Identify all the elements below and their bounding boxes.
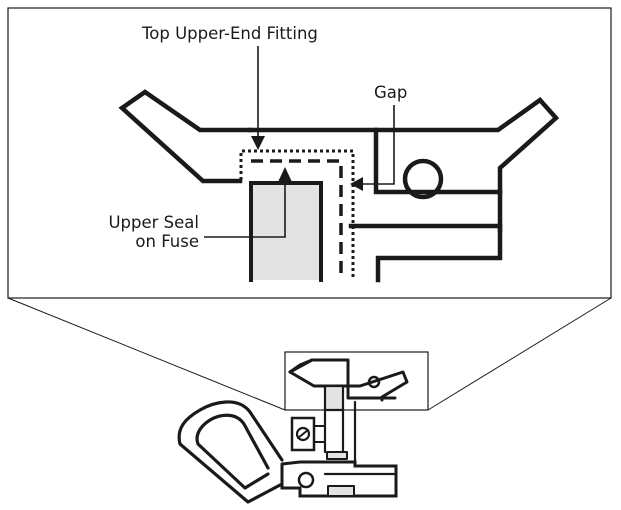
assembly-overview (177, 351, 429, 504)
fitting-lower-bar (348, 223, 503, 283)
fitting-left-arm (118, 89, 253, 184)
label-upper-seal: Upper Seal on Fuse (108, 213, 199, 252)
fuse-outline (249, 181, 323, 282)
pull-ring-handle (177, 400, 284, 504)
upper-seal-dashed-outline (251, 159, 343, 277)
screw-head (295, 426, 311, 442)
label-upper-seal-line2: on Fuse (135, 232, 199, 252)
zoom-projection-lines (7, 297, 612, 411)
fuse-body (251, 183, 321, 280)
lower-fitting-hole (297, 471, 315, 489)
fitting-top-edge (247, 96, 560, 233)
small-fitting-hole (367, 375, 381, 389)
fitting-post (373, 127, 503, 195)
zoom-region-box (284, 351, 429, 411)
label-gap: Gap (374, 83, 408, 102)
label-top-upper-end-fitting: Top Upper-End Fitting (142, 24, 318, 43)
detail-view (118, 46, 560, 283)
fitting-hole (402, 158, 444, 200)
fitting-dotted-outline (239, 149, 355, 277)
leader-arrows (204, 46, 395, 238)
label-upper-seal-line1: Upper Seal (108, 213, 199, 232)
